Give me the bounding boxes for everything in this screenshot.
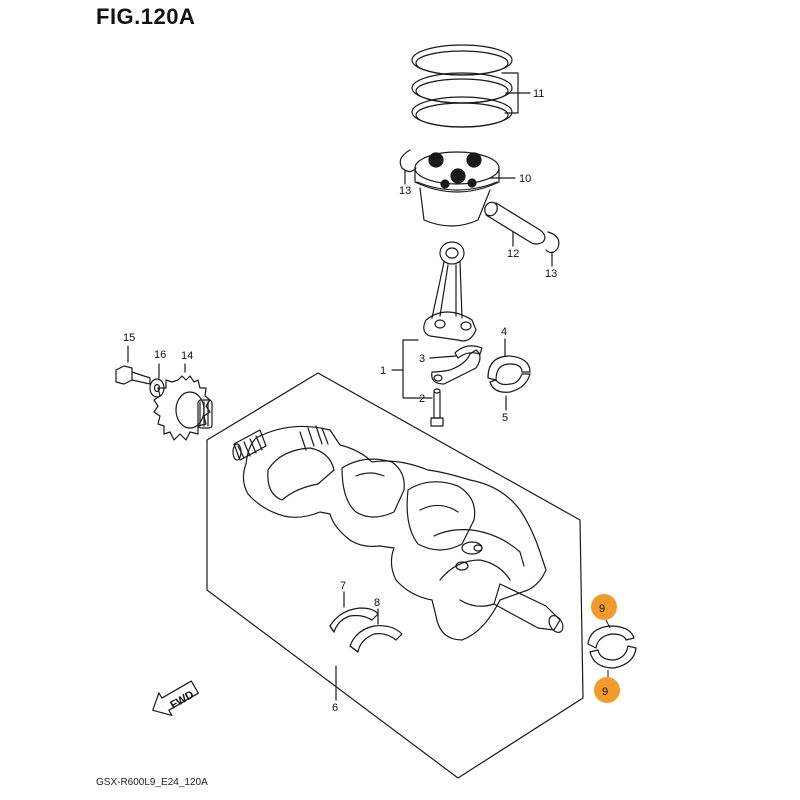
- piston-rings: [411, 44, 513, 128]
- fwd-arrow-icon: [152, 680, 199, 716]
- highlight-markers: [591, 594, 620, 703]
- callout-8: 8: [374, 597, 380, 609]
- leader-3: [429, 355, 457, 359]
- primary-gear: [153, 363, 213, 441]
- crank-main-bearing-pair: [587, 625, 637, 669]
- conrod-bearing-shell: [454, 345, 483, 359]
- rod-cap: [431, 349, 481, 385]
- callout-5: 5: [502, 412, 508, 424]
- callout-9-top: 9: [599, 603, 605, 615]
- diagram-code: GSX-R600L9_E24_120A: [96, 777, 208, 788]
- circlip-right: [545, 231, 560, 254]
- callout-16: 16: [154, 349, 166, 361]
- circlip-left: [399, 149, 417, 173]
- leader-11: [501, 72, 531, 114]
- piston: [414, 151, 500, 227]
- callout-11: 11: [533, 88, 544, 100]
- callout-13a: 13: [399, 185, 411, 197]
- callout-7: 7: [340, 580, 346, 592]
- crankshaft-group-frame: [206, 372, 584, 779]
- callout-6: 6: [332, 702, 338, 714]
- thrust-bearing-8: [349, 625, 403, 653]
- piston-pin: [484, 201, 546, 245]
- callout-3: 3: [419, 353, 425, 365]
- callout-12: 12: [507, 248, 519, 260]
- callout-9-bottom: 9: [602, 686, 608, 698]
- callout-13b: 13: [545, 268, 557, 280]
- crankshaft: [232, 425, 564, 641]
- callout-10: 10: [519, 173, 531, 185]
- callout-1: 1: [380, 365, 386, 377]
- gear-bolt: [115, 345, 151, 385]
- callout-4: 4: [501, 326, 507, 338]
- callout-14: 14: [181, 350, 193, 362]
- conrod-bolt: [430, 388, 444, 427]
- thrust-bearing-7: [329, 607, 379, 633]
- connecting-rod: [423, 241, 477, 342]
- callout-2: 2: [419, 393, 425, 405]
- callout-15: 15: [123, 332, 135, 344]
- figure-title: FIG.120A: [96, 4, 196, 29]
- leader-1: [391, 339, 419, 399]
- washer: [149, 363, 165, 398]
- conrod-bearing-pair: [487, 355, 531, 393]
- callout-9-bottom-marker[interactable]: [594, 677, 620, 703]
- callout-9-top-marker[interactable]: [591, 594, 617, 620]
